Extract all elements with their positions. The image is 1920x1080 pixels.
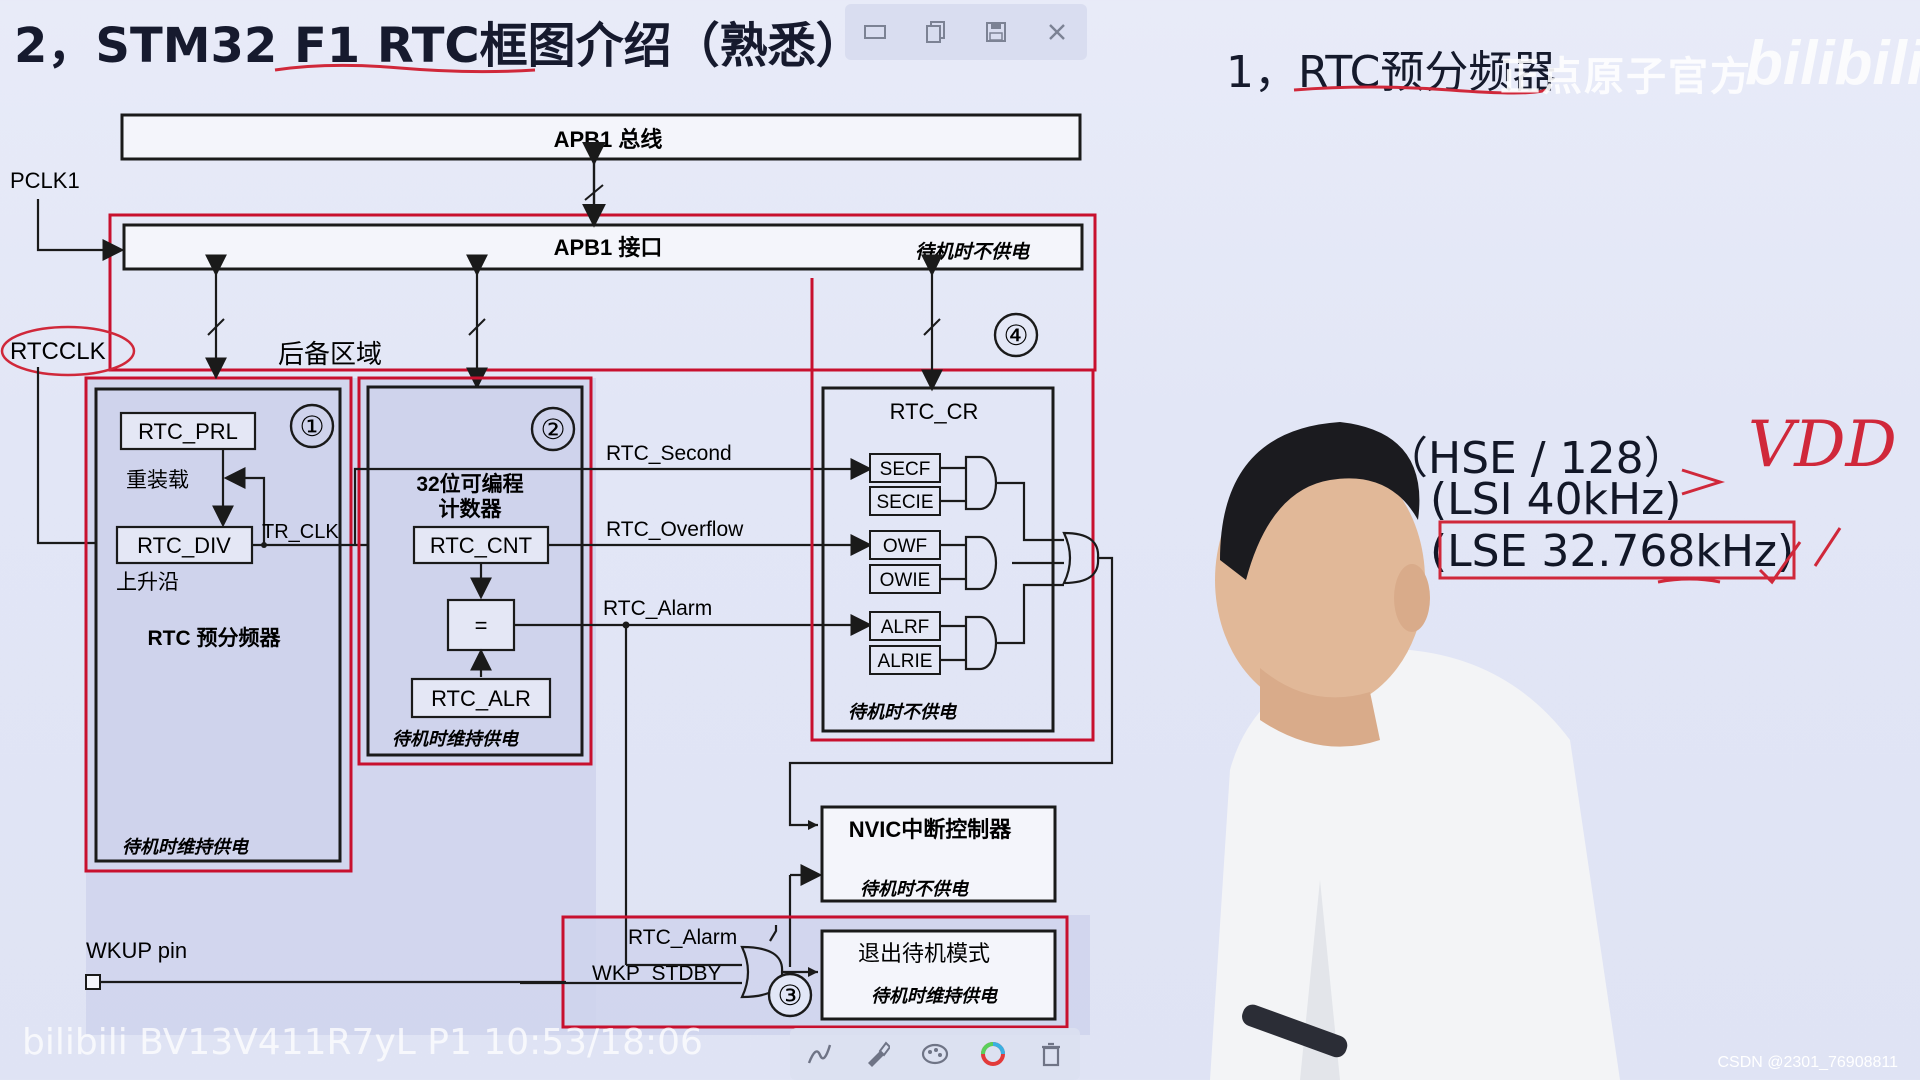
rtc-cr-block bbox=[821, 386, 1055, 733]
rtc-div-box bbox=[115, 525, 254, 565]
color-wheel-icon[interactable] bbox=[975, 1036, 1011, 1072]
prescaler-block bbox=[94, 387, 342, 863]
rtc-alr-label: RTC_ALR bbox=[431, 686, 531, 711]
owf-register: OWF bbox=[869, 530, 941, 560]
alrie-register: ALRIE bbox=[869, 645, 941, 675]
counter-block-outer bbox=[357, 376, 593, 766]
brush-icon[interactable] bbox=[859, 1036, 895, 1072]
rtc-overflow-label: RTC_Overflow bbox=[606, 518, 744, 541]
rtc-alarm-label-2: RTC_Alarm bbox=[628, 926, 737, 949]
trash-icon[interactable] bbox=[1033, 1036, 1069, 1072]
svg-text:SECF: SECF bbox=[880, 459, 931, 480]
rising-edge-label: 上升沿 bbox=[116, 571, 179, 594]
rtc-alr-box bbox=[410, 677, 552, 719]
csdn-credit: CSDN @2301_76908811 bbox=[1717, 1054, 1898, 1071]
apb1-interface-label: APB1 接口 bbox=[554, 235, 663, 260]
svg-text:ALRIE: ALRIE bbox=[878, 651, 933, 672]
page-title: 2，STM32 F1 RTC框图介绍（熟悉） bbox=[14, 18, 864, 74]
floating-toolbar bbox=[845, 4, 1087, 60]
wkup-pin-square bbox=[85, 974, 101, 990]
rtc-block-diagram: APB1 总线 APB1 接口 待机时不供电 PCLK1 RTCCLK 后备区域… bbox=[0, 113, 1114, 1035]
rtc-second-label: RTC_Second bbox=[606, 442, 732, 465]
palette-icon[interactable] bbox=[917, 1036, 953, 1072]
prescaler-standby-note: 待机时维持供电 bbox=[122, 837, 250, 857]
svg-text:OWF: OWF bbox=[883, 536, 927, 557]
secf-register: SECF bbox=[869, 453, 941, 483]
svg-text:OWIE: OWIE bbox=[880, 570, 931, 591]
secie-register: SECIE bbox=[869, 486, 941, 516]
backup-domain-label: 后备区域 bbox=[278, 339, 382, 369]
close-icon[interactable] bbox=[1039, 14, 1075, 50]
nvic-label: NVIC中断控制器 bbox=[849, 817, 1013, 842]
rtcclk-circle bbox=[0, 325, 136, 377]
exit-standby-label: 退出待机模式 bbox=[858, 941, 990, 966]
nvic-standby-note: 待机时不供电 bbox=[860, 879, 970, 899]
apb1-bus-label: APB1 总线 bbox=[554, 127, 663, 152]
and-gates bbox=[788, 455, 1114, 827]
circle-1-label: ① bbox=[299, 411, 324, 442]
rtc-div-label: RTC_DIV bbox=[137, 533, 231, 558]
svg-text:ALRF: ALRF bbox=[881, 617, 930, 638]
bilibili-logo: bilibili bbox=[1745, 29, 1920, 98]
drawing-toolbar bbox=[790, 1028, 1080, 1080]
rtc-cr-label: RTC_CR bbox=[890, 399, 979, 424]
wakeup-block-outer bbox=[561, 915, 1069, 1029]
tr-clk-label: TR_CLK bbox=[262, 521, 339, 543]
counter-standby-note: 待机时维持供电 bbox=[392, 729, 520, 749]
pen-icon[interactable] bbox=[801, 1036, 837, 1072]
circle-2-label: ② bbox=[540, 414, 565, 445]
rtc-prescaler-label: RTC 预分频器 bbox=[148, 626, 282, 650]
window-icon[interactable] bbox=[857, 14, 893, 50]
save-icon[interactable] bbox=[978, 14, 1014, 50]
alrf-register: ALRF bbox=[869, 611, 941, 641]
interface-standby-note: 待机时不供电 bbox=[915, 241, 1031, 263]
nvic-block bbox=[820, 805, 1057, 903]
counter-label-line1: 32位可编程 bbox=[416, 472, 523, 496]
svg-text:SECIE: SECIE bbox=[876, 492, 933, 513]
wkp-stdby-label: WKP_STDBY bbox=[592, 962, 722, 985]
rtc-cnt-label: RTC_CNT bbox=[430, 533, 532, 558]
owie-register: OWIE bbox=[869, 564, 941, 594]
presenter-figure bbox=[1210, 422, 1620, 1080]
reload-label: 重装载 bbox=[126, 469, 189, 492]
copy-icon[interactable] bbox=[918, 14, 954, 50]
video-watermark: bilibili BV13V411R7yL P1 10:53/18:06 bbox=[22, 1022, 703, 1063]
wkup-pin-label: WKUP pin bbox=[86, 938, 187, 963]
section-underline bbox=[1293, 85, 1547, 95]
counter-label-line2: 计数器 bbox=[439, 498, 503, 521]
exit-standby-note: 待机时维持供电 bbox=[871, 986, 999, 1006]
rtc-prl-box bbox=[119, 411, 257, 451]
pclk1-label: PCLK1 bbox=[10, 168, 80, 193]
rtc-cr-standby-note: 待机时不供电 bbox=[848, 702, 958, 722]
rtc-prl-label: RTC_PRL bbox=[138, 419, 238, 444]
clock-source-lse: (LSE 32.768kHz) bbox=[1430, 526, 1795, 577]
exit-standby-block bbox=[820, 929, 1057, 1021]
comparator-label: = bbox=[475, 613, 488, 638]
rtc-alarm-label: RTC_Alarm bbox=[603, 597, 712, 620]
vdd-annotation: VDD bbox=[1748, 408, 1897, 482]
circle-3-label: ③ bbox=[777, 980, 802, 1011]
circle-4-label: ④ bbox=[1003, 320, 1028, 351]
brand-name: 正点原子官方 bbox=[1500, 54, 1752, 100]
section-title: 1，RTC预分频器 bbox=[1226, 47, 1557, 98]
clock-source-lsi: (LSI 40kHz) bbox=[1430, 474, 1682, 525]
handwritten-annotations bbox=[1438, 468, 1842, 585]
title-underline bbox=[274, 63, 536, 74]
rtcclk-label: RTCCLK bbox=[10, 338, 106, 365]
